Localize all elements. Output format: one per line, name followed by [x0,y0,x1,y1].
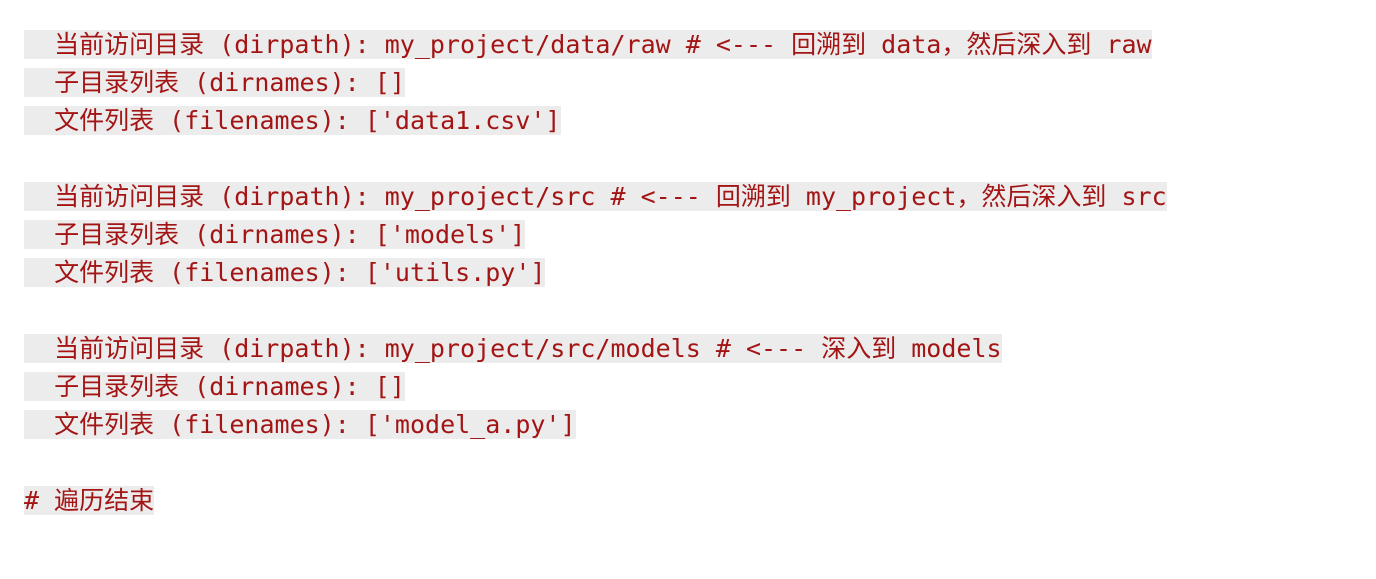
dirpath-text: 当前访问目录 (dirpath): my_project/src # <--- … [24,182,1167,211]
dirpath-line: 当前访问目录 (dirpath): my_project/src # <--- … [24,178,1376,216]
filenames-line: 文件列表 (filenames): ['data1.csv'] [24,102,1376,140]
dirnames-line: 子目录列表 (dirnames): [] [24,64,1376,102]
blank-line [24,292,1376,330]
dirpath-line: 当前访问目录 (dirpath): my_project/data/raw # … [24,26,1376,64]
dirnames-text: 子目录列表 (dirnames): [] [24,372,405,401]
filenames-text: 文件列表 (filenames): ['utils.py'] [24,258,546,287]
filenames-line: 文件列表 (filenames): ['utils.py'] [24,254,1376,292]
dirnames-text: 子目录列表 (dirnames): [] [24,68,405,97]
dirnames-text: 子目录列表 (dirnames): ['models'] [24,220,526,249]
filenames-text: 文件列表 (filenames): ['model_a.py'] [24,410,576,439]
dirpath-line: 当前访问目录 (dirpath): my_project/src/models … [24,330,1376,368]
blank-line [24,444,1376,482]
dirnames-line: 子目录列表 (dirnames): ['models'] [24,216,1376,254]
end-comment-line: # 遍历结束 [24,482,1376,520]
dirpath-text: 当前访问目录 (dirpath): my_project/src/models … [24,334,1002,363]
filenames-text: 文件列表 (filenames): ['data1.csv'] [24,106,561,135]
blank-line [24,140,1376,178]
end-comment-text: # 遍历结束 [24,486,155,515]
code-output-block: 当前访问目录 (dirpath): my_project/data/raw # … [24,26,1376,520]
filenames-line: 文件列表 (filenames): ['model_a.py'] [24,406,1376,444]
dirnames-line: 子目录列表 (dirnames): [] [24,368,1376,406]
dirpath-text: 当前访问目录 (dirpath): my_project/data/raw # … [24,30,1152,59]
